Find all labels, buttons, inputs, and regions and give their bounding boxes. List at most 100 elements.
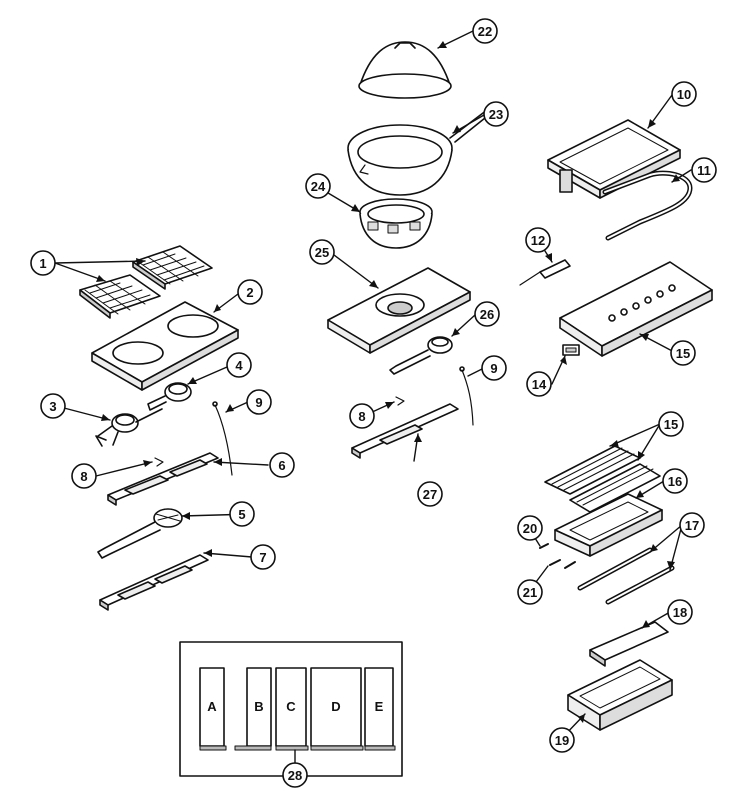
callout-label-28: 28 [288, 768, 302, 783]
callout-circle [349, 403, 375, 429]
callout-label-6: 6 [278, 458, 285, 473]
card-E-label: E [375, 699, 384, 714]
card-D-label: D [331, 699, 340, 714]
wok-ring [359, 198, 433, 249]
electrode-parts [539, 543, 576, 569]
callout-circle [671, 81, 697, 107]
callout-label-15b: 15 [664, 417, 678, 432]
wok-cover [358, 41, 452, 99]
radiant-tray [554, 493, 663, 557]
grate-left [79, 274, 161, 319]
callout-labels: 1 2 3 4 5 6 7 8 8 9 9 10 11 12 14 15 15 … [39, 24, 710, 783]
grate-right [132, 245, 213, 290]
callout-label-10: 10 [677, 87, 691, 102]
burner-tray-lower [99, 554, 209, 611]
callout-circle [226, 352, 252, 378]
callout-label-2: 2 [246, 285, 253, 300]
callout-circle [481, 355, 507, 381]
burner-assembly-left [95, 408, 163, 447]
callout-label-5: 5 [238, 507, 245, 522]
callout-circle [305, 173, 331, 199]
arrowheads [96, 41, 680, 723]
callout-label-24: 24 [311, 179, 326, 194]
card-D [310, 667, 364, 751]
callout-circle [526, 371, 552, 397]
card-A [199, 667, 227, 751]
callout-circle [658, 411, 684, 437]
callout-circle [417, 481, 443, 507]
callout-label-27: 27 [423, 487, 437, 502]
callout-label-26: 26 [480, 307, 494, 322]
callouts [30, 18, 717, 788]
callout-label-21: 21 [523, 585, 537, 600]
callout-circle [667, 599, 693, 625]
grill-grates [544, 445, 661, 513]
callout-label-14: 14 [532, 377, 547, 392]
callout-label-23: 23 [489, 107, 503, 122]
callout-label-16: 16 [668, 474, 682, 489]
callout-label-11: 11 [697, 163, 711, 178]
griddle-plate [547, 119, 681, 199]
card-C-label: C [286, 699, 296, 714]
clip-left [154, 457, 164, 467]
callout-circle [525, 227, 551, 253]
callout-label-25: 25 [315, 245, 329, 260]
callout-label-9a: 9 [255, 395, 262, 410]
grill-pan [559, 261, 713, 357]
ignition-wire-left [212, 401, 233, 476]
callout-label-7: 7 [259, 550, 266, 565]
callout-circle [662, 468, 688, 494]
callout-circle [40, 393, 66, 419]
callout-circle [474, 301, 500, 327]
card-E [364, 667, 396, 751]
clip-center [395, 396, 405, 406]
callout-circle [472, 18, 498, 44]
callout-circle [250, 544, 276, 570]
grill-burner-tubes [577, 547, 675, 605]
wok-panel [327, 267, 471, 354]
callout-label-1: 1 [39, 256, 46, 271]
callout-label-4: 4 [235, 358, 243, 373]
card-B-label: B [254, 699, 263, 714]
callout-circle [670, 340, 696, 366]
ignition-wire-center [459, 366, 474, 426]
callout-circle [30, 250, 56, 276]
callout-circle [691, 157, 717, 183]
callout-label-8a: 8 [80, 469, 87, 484]
wok-burner-tray [351, 403, 459, 459]
callout-circle [517, 515, 543, 541]
callout-circle [483, 101, 509, 127]
callout-circle [229, 501, 255, 527]
callout-circle [246, 389, 272, 415]
callout-circle [549, 727, 575, 753]
card-B [234, 667, 272, 751]
callout-label-8b: 8 [358, 409, 365, 424]
callout-circle [237, 279, 263, 305]
grill-basin [567, 659, 673, 731]
callout-label-17: 17 [685, 518, 699, 533]
callout-label-12: 12 [531, 233, 545, 248]
igniter-12 [519, 259, 571, 286]
callout-circle [309, 239, 335, 265]
callout-circle [517, 579, 543, 605]
grill-cover-plate [589, 621, 669, 667]
card-A-label: A [207, 699, 217, 714]
callout-label-19: 19 [555, 733, 569, 748]
callout-circle [679, 512, 705, 538]
callout-label-3: 3 [49, 399, 56, 414]
burner-head-5 [97, 508, 183, 559]
griddle-burner-tube [602, 170, 693, 241]
callout-circle [269, 452, 295, 478]
burner-tray-upper [107, 452, 219, 506]
wok-pan [347, 109, 491, 196]
callout-label-18: 18 [673, 605, 687, 620]
card-C [275, 667, 309, 751]
callout-label-15a: 15 [676, 346, 690, 361]
burner-assembly-right [147, 382, 192, 411]
callout-label-9b: 9 [490, 361, 497, 376]
cooktop-panel-gas [91, 301, 239, 391]
clip-14 [562, 344, 580, 356]
callout-circle [71, 463, 97, 489]
wok-burner [389, 336, 453, 375]
